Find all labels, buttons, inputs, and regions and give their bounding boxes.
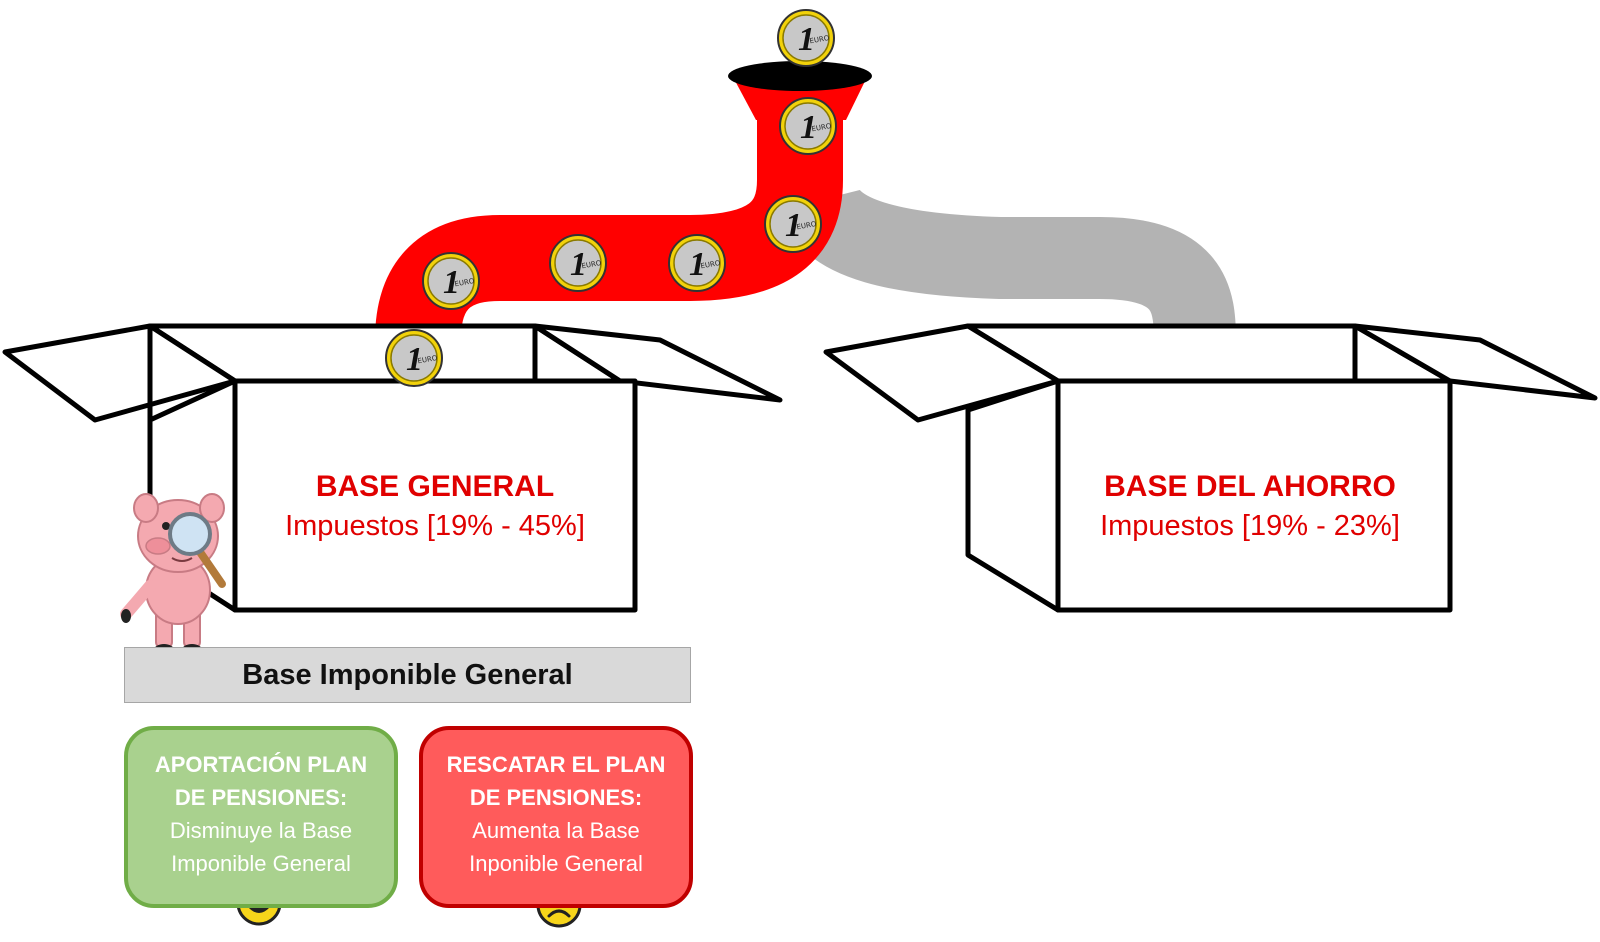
red-card-title-line1: RESCATAR EL PLAN bbox=[446, 752, 666, 777]
green-card-body-line1: Disminuye la Base bbox=[169, 818, 353, 843]
right-box-tax-range: Impuestos [19% - 23%] bbox=[1100, 510, 1400, 542]
euro-coin-icon bbox=[764, 195, 822, 253]
red-card-body-line2: Inponible General bbox=[469, 851, 643, 876]
magnifier-icon bbox=[168, 512, 226, 588]
euro-coin-icon bbox=[779, 97, 837, 155]
green-card-title-line1: APORTACIÓN PLAN bbox=[154, 752, 368, 777]
green-card-body-line2: Imponible General bbox=[171, 851, 351, 876]
euro-coin-icon bbox=[549, 234, 607, 292]
left-box-title: BASE GENERAL bbox=[315, 470, 555, 503]
base-imponible-band: Base Imponible General bbox=[124, 647, 691, 703]
pig-mascot-icon bbox=[120, 493, 226, 656]
right-box-label: BASE DEL AHORRO Impuestos [19% - 23%] bbox=[1040, 468, 1460, 546]
green-card: APORTACIÓN PLAN DE PENSIONES: Disminuye … bbox=[124, 726, 398, 908]
euro-coin-icon bbox=[422, 252, 480, 310]
euro-coin-icon bbox=[777, 9, 835, 67]
euro-coin-icon bbox=[668, 234, 726, 292]
right-box-title: BASE DEL AHORRO bbox=[1104, 470, 1396, 503]
euro-coin-icon bbox=[385, 329, 443, 387]
red-card-title-line2: DE PENSIONES: bbox=[469, 785, 643, 810]
red-card-body-line1: Aumenta la Base bbox=[472, 818, 640, 843]
left-box-tax-range: Impuestos [19% - 45%] bbox=[285, 510, 585, 542]
left-box-label: BASE GENERAL Impuestos [19% - 45%] bbox=[225, 468, 645, 546]
green-card-title-line2: DE PENSIONES: bbox=[174, 785, 348, 810]
right-box bbox=[823, 323, 1598, 613]
red-card: RESCATAR EL PLAN DE PENSIONES: Aumenta l… bbox=[419, 726, 693, 908]
